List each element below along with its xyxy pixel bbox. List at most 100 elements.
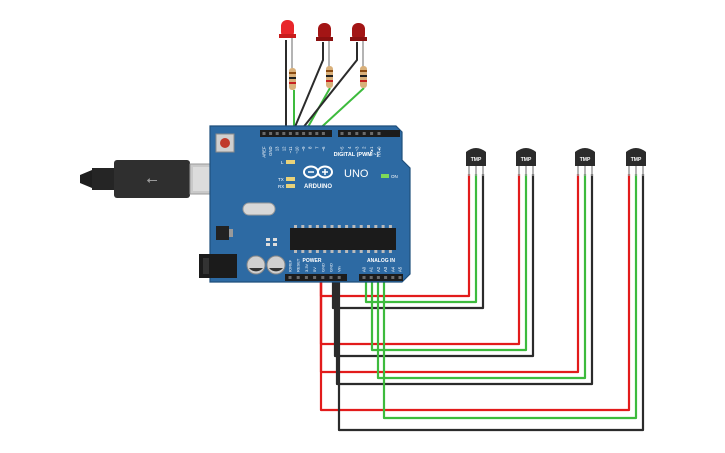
digital-pin-hole[interactable] [321, 132, 325, 135]
tmp-sensor-body [466, 148, 486, 166]
digital-label: DIGITAL (PWM ~) [334, 152, 379, 158]
tmp-sensor-label: TMP [580, 157, 591, 163]
led3-cathode-wire [297, 42, 358, 135]
sensor1-signal-wire [364, 174, 478, 304]
led-rx-indicator [286, 184, 295, 188]
chip-pin [330, 250, 334, 253]
power-pin-hole[interactable] [329, 276, 333, 279]
digital-pin-hole[interactable] [340, 132, 344, 135]
power-pin-label: Vin [337, 266, 342, 272]
digital-pin-hole[interactable] [262, 132, 266, 135]
digital-pin-hole[interactable] [302, 132, 306, 135]
power-pin-hole[interactable] [313, 276, 317, 279]
chip-pins [294, 225, 392, 253]
chip-pin [301, 250, 305, 253]
digital-pin-label: 7 [314, 146, 319, 149]
led-3 [350, 23, 367, 68]
digital-pin-label: 13 [275, 146, 280, 151]
analog-pin-hole[interactable] [369, 276, 373, 279]
led1-body [281, 20, 294, 38]
digital-pin-hole[interactable] [362, 132, 366, 135]
digital-pin-hole[interactable] [315, 132, 319, 135]
power-pin-label: 5V [312, 267, 317, 272]
microcontroller-chip [290, 228, 396, 250]
digital-pin-hole[interactable] [288, 132, 292, 135]
led-2 [316, 23, 333, 68]
sensor1-gnd-wire [331, 174, 485, 310]
resistor-1 [289, 68, 296, 90]
chip-pin [294, 250, 297, 253]
chip-pin [345, 225, 349, 228]
power-pin-hole[interactable] [337, 276, 341, 279]
sensor4-signal-wire [382, 174, 638, 420]
analog-pin-hole[interactable] [398, 276, 402, 279]
temperature-sensors: TMP TMP TMP TMP [466, 148, 646, 176]
brand-label: ARDUINO [304, 184, 332, 190]
led-1 [279, 20, 296, 68]
digital-pin-label: AREF [262, 146, 267, 158]
digital-pin-label: ~9 [301, 146, 306, 151]
digital-pin-hole[interactable] [295, 132, 299, 135]
led-tx-indicator [286, 177, 295, 181]
tmp-sensor-label: TMP [631, 157, 642, 163]
chip-pin [315, 250, 319, 253]
digital-pin-hole[interactable] [308, 132, 312, 135]
led-rx-label: RX [278, 184, 284, 189]
digital-pin-label: ~3 [354, 146, 359, 151]
resistor-3 [360, 66, 367, 88]
sensor3-signal-wire [376, 174, 587, 380]
digital-pin-holes [262, 132, 381, 135]
sensor3-gnd-wire [335, 174, 594, 386]
led3-body [352, 23, 365, 41]
power-pin-hole[interactable] [321, 276, 325, 279]
analog-pin-hole[interactable] [376, 276, 380, 279]
digital-header-right [338, 130, 400, 137]
digital-pin-hole[interactable] [377, 132, 381, 135]
digital-pin-hole[interactable] [269, 132, 273, 135]
sensor-wires [319, 174, 645, 432]
model-label: UNO [344, 168, 369, 180]
tmp-sensor: TMP [516, 148, 536, 176]
analog-pin-hole[interactable] [391, 276, 395, 279]
analog-pin-hole[interactable] [384, 276, 388, 279]
tmp-sensor: TMP [575, 148, 595, 176]
tmp-sensor-body [516, 148, 536, 166]
digital-pin-hole[interactable] [370, 132, 374, 135]
analog-label: ANALOG IN [367, 258, 395, 264]
on-label: ON [391, 174, 398, 179]
led1-base [279, 34, 296, 38]
analog-pin-label: A0 [362, 266, 367, 272]
power-label: POWER [303, 258, 322, 264]
chip-pin [337, 250, 341, 253]
power-pin-label: 3.3V [304, 263, 309, 272]
analog-pin-label: A2 [376, 266, 381, 272]
digital-pin-hole[interactable] [347, 132, 351, 135]
reset-button-cap[interactable] [220, 138, 230, 148]
led2-cathode-wire [291, 42, 324, 135]
led-l-label: L [281, 160, 284, 165]
digital-pin-hole[interactable] [282, 132, 286, 135]
power-pin-hole[interactable] [288, 276, 292, 279]
analog-pin-label: A4 [390, 266, 395, 272]
analog-pin-hole[interactable] [362, 276, 366, 279]
digital-pin-hole[interactable] [275, 132, 279, 135]
digital-pin-hole[interactable] [355, 132, 359, 135]
digital-pin-label: ~6 [321, 146, 326, 151]
digital-pin-label: TX▸1 [369, 146, 374, 156]
chip-pin [337, 225, 341, 228]
chip-pin [330, 225, 334, 228]
digital-pin-label: 2 [362, 146, 367, 149]
resistor-2 [326, 66, 333, 88]
digital-pin-label: RX◂0 [377, 146, 382, 157]
chip-pin [301, 225, 305, 228]
chip-pin [323, 225, 327, 228]
usb-plug-neck [92, 168, 114, 190]
tmp-sensor-label: TMP [471, 157, 482, 163]
tmp-sensor-body [626, 148, 646, 166]
power-pin-hole[interactable] [296, 276, 300, 279]
digital-pin-label: ~10 [295, 146, 300, 154]
chip-pin [374, 225, 378, 228]
led-wires [285, 40, 365, 135]
chip-pin [367, 225, 370, 228]
power-pin-hole[interactable] [304, 276, 308, 279]
